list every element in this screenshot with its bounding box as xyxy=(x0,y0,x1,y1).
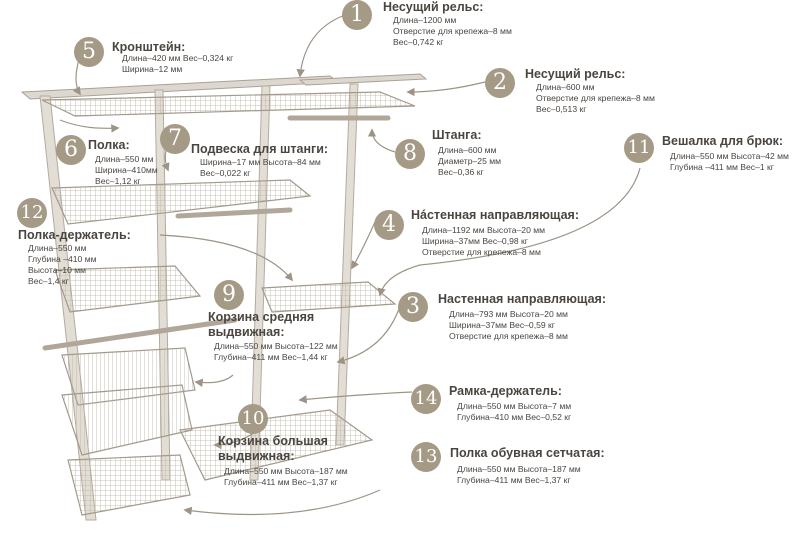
item-9-spec-2: Глубина–411 мм Вес–1,44 кг xyxy=(214,352,328,362)
item-12-title: Полка-держатель: xyxy=(18,228,131,242)
badge-3: 3 xyxy=(398,292,428,322)
item-8-title: Штанга: xyxy=(432,128,482,142)
item-10-title: Корзина большая выдвижная: xyxy=(218,434,328,463)
item-12-spec-3: Высота–10 мм xyxy=(28,265,87,275)
item-11-spec-2: Глубина –411 мм Вес–1 кг xyxy=(670,162,774,172)
item-11-title: Вешалка для брюк: xyxy=(662,134,784,148)
item-14-title: Рамка-держатель: xyxy=(449,384,562,398)
item-10-spec-1: Длина–550 мм Высота–187 мм xyxy=(224,466,348,476)
item-2-spec-3: Вес–0,513 кг xyxy=(536,104,587,114)
item-14-spec-2: Глубина–410 мм Вес–0,52 кг xyxy=(457,412,572,422)
item-8-spec-2: Диаметр–25 мм xyxy=(438,156,502,166)
badge-10: 10 xyxy=(238,404,268,434)
badge-8: 8 xyxy=(395,139,425,169)
item-2-spec-2: Отверстие для крепежа–8 мм xyxy=(536,93,655,103)
top-rail xyxy=(20,73,428,100)
item-5-spec-2: Ширина–12 мм xyxy=(122,64,183,74)
badge-11: 11 xyxy=(624,133,654,163)
badge-12: 12 xyxy=(17,198,47,228)
item-13-spec-2: Глубина–411 мм Вес–1,37 кг xyxy=(457,475,571,485)
wire-shelves xyxy=(41,91,416,516)
item-10-spec-2: Глубина–411 мм Вес–1,37 кг xyxy=(224,477,338,487)
item-6-spec-3: Вес–1,12 кг xyxy=(95,176,141,186)
item-1-spec-3: Вес–0,742 кг xyxy=(393,37,444,47)
item-5-spec-1: Длина–420 мм Вес–0,324 кг xyxy=(122,53,234,63)
item-2-title: Несущий рельс: xyxy=(525,67,626,81)
item-3-spec-1: Длина–793 мм Высота–20 мм xyxy=(449,309,568,319)
item-4-spec-2: Ширина–37мм Вес–0,98 кг xyxy=(422,236,528,246)
item-1-title: Несущий рельс: xyxy=(383,0,484,14)
badge-4: 4 xyxy=(374,210,404,240)
badge-6: 6 xyxy=(56,135,86,165)
badge-9: 9 xyxy=(214,280,244,310)
item-3-spec-2: Ширина–37мм Вес–0,59 кг xyxy=(449,320,555,330)
badge-1: 1 xyxy=(342,0,372,30)
item-8-spec-3: Вес–0,36 кг xyxy=(438,167,484,177)
item-7-title: Подвеска для штанги: xyxy=(191,142,329,156)
badge-13: 13 xyxy=(411,442,441,472)
wire-baskets xyxy=(61,347,196,456)
item-4-spec-3: Отверстие для крепежа–8 мм xyxy=(422,247,541,257)
item-7-spec-1: Ширина–17 мм Высота–84 мм xyxy=(200,157,321,167)
item-6-title: Полка: xyxy=(88,138,130,152)
item-6-spec-2: Ширина–410мм xyxy=(95,165,158,175)
item-9-spec-1: Длина–550 мм Высота–122 мм xyxy=(214,341,338,351)
hanging-rods xyxy=(42,115,391,351)
item-3-spec-3: Отверстие для крепежа–8 мм xyxy=(449,331,568,341)
item-11-spec-1: Длина–550 мм Высота–42 мм xyxy=(670,151,789,161)
item-13-spec-1: Длина–550 мм Высота–187 мм xyxy=(457,464,581,474)
badge-2: 2 xyxy=(485,68,515,98)
item-14-spec-1: Длина–550 мм Высота–7 мм xyxy=(457,401,572,411)
item-12-spec-1: Длина–550 мм xyxy=(28,243,87,253)
item-4-spec-1: Длина–1192 мм Высота–20 мм xyxy=(422,225,546,235)
item-4-title: Нáстенная направляющая: xyxy=(411,208,579,222)
item-6-spec-1: Длина–550 мм xyxy=(95,154,154,164)
badge-5: 5 xyxy=(74,37,104,67)
item-1-spec-1: Длина–1200 мм xyxy=(393,15,457,25)
item-3-title: Настенная направляющая: xyxy=(438,292,606,306)
badge-7: 7 xyxy=(160,124,190,154)
item-12-spec-4: Вес–1,4 кг xyxy=(28,276,69,286)
item-8-spec-1: Длина–600 мм xyxy=(438,145,497,155)
leader-arrows xyxy=(59,14,641,516)
item-2-spec-1: Длина–600 мм xyxy=(536,82,595,92)
item-5-title: Кронштейн: xyxy=(112,40,186,54)
item-12-spec-2: Глубина –410 мм xyxy=(28,254,97,264)
item-9-title: Корзина средняя выдвижная: xyxy=(208,310,315,339)
item-1-spec-2: Отверстие для крепежа–8 мм xyxy=(393,26,512,36)
badge-14: 14 xyxy=(411,384,441,414)
item-13-title: Полка обувная сетчатая: xyxy=(450,446,605,460)
item-7-spec-2: Вес–0,022 кг xyxy=(200,168,251,178)
